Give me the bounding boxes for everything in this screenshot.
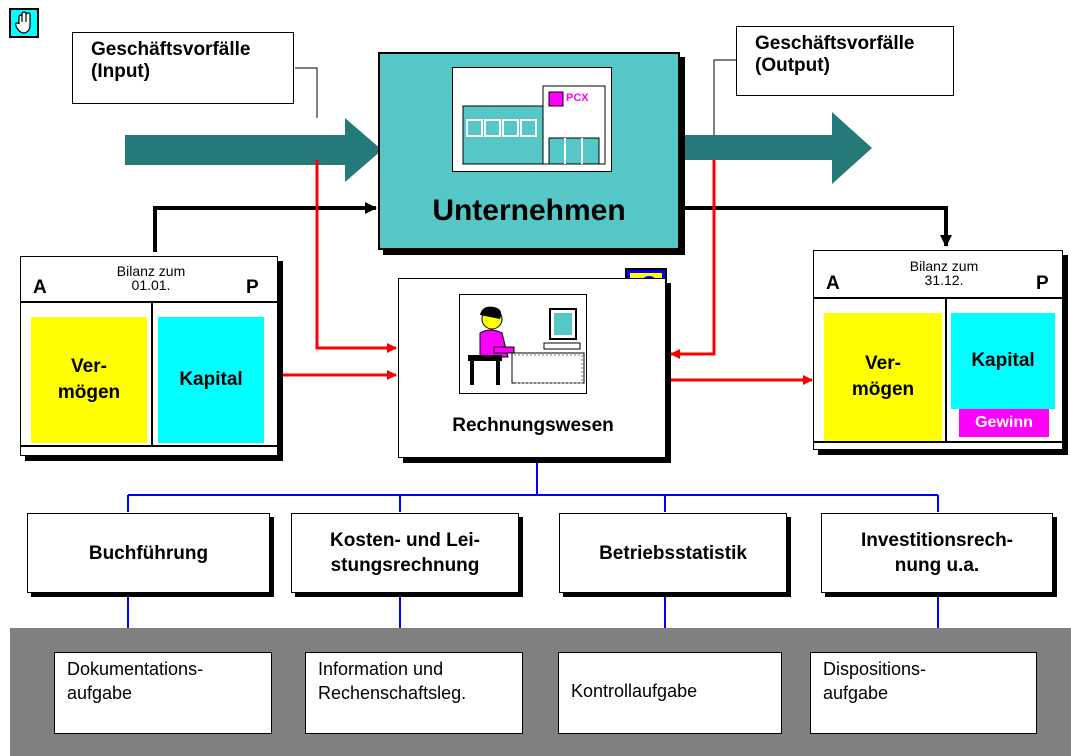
task-information: Information und Rechenschaftsleg.: [305, 652, 523, 734]
category-statistics: Betriebsstatistik: [559, 513, 787, 593]
output-callout-line: [713, 59, 737, 135]
accounting-title: Rechnungswesen: [452, 415, 614, 436]
blue-tree: [127, 460, 939, 628]
open-balance-to-company-arrow: [153, 202, 377, 252]
opening-assets: Ver- mögen: [31, 317, 147, 443]
closing-profit: Gewinn: [959, 409, 1049, 437]
opening-balance-bottom-rule: [21, 445, 277, 447]
opening-balance-divider: [151, 301, 153, 447]
opening-balance-a: A: [33, 277, 47, 298]
output-transactions-label: Geschäftsvorfälle (Output): [736, 26, 954, 96]
opening-balance-p: P: [246, 277, 259, 298]
closing-capital: Kapital: [951, 313, 1055, 409]
closing-balance-divider: [945, 297, 947, 443]
input-transactions-label: Geschäftsvorfälle (Input): [72, 32, 294, 104]
task-documentation: Dokumentations- aufgabe: [54, 652, 272, 734]
opening-balance-rule: [21, 301, 277, 303]
company-box: PCX Unternehmen: [378, 52, 680, 250]
closing-balance-header: Bilanz zum 31.12.: [909, 258, 979, 288]
opening-balance-header: Bilanz zum 01.01.: [116, 263, 186, 293]
task-disposition: Dispositions- aufgabe: [810, 652, 1037, 734]
input-to-accounting-arrow: [315, 160, 397, 353]
factory-icon: PCX: [452, 67, 612, 172]
task-control: Kontrollaufgabe: [558, 652, 782, 734]
opening-balance-sheet: Bilanz zum 01.01. A P Ver- mögen Kapital: [20, 256, 278, 456]
hand-cursor-icon[interactable]: [9, 8, 39, 38]
accounting-box: Rechnungswesen: [398, 278, 666, 458]
computer-worker-icon: [459, 294, 587, 394]
opening-capital: Kapital: [158, 317, 264, 443]
category-investment: Investitionsrech- nung u.a.: [821, 513, 1053, 593]
closing-balance-bottom-rule: [814, 441, 1062, 443]
factory-sign: PCX: [566, 92, 589, 104]
company-title: Unternehmen: [432, 194, 626, 227]
category-bookkeeping: Buchführung: [27, 513, 270, 593]
closing-balance-sheet: Bilanz zum 31.12. A P Ver- mögen Kapital…: [813, 250, 1063, 450]
category-cost-accounting: Kosten- und Lei- stungsrechnung: [291, 513, 519, 593]
input-arrow: [125, 118, 382, 182]
output-arrow: [682, 112, 872, 184]
company-to-close-balance-arrow: [680, 206, 952, 247]
closing-balance-p: P: [1036, 273, 1049, 294]
closing-assets: Ver- mögen: [824, 313, 942, 441]
closing-balance-a: A: [826, 273, 840, 294]
input-callout-line: [295, 67, 318, 118]
closing-balance-rule: [814, 297, 1062, 299]
output-to-accounting-arrow: [670, 160, 716, 359]
